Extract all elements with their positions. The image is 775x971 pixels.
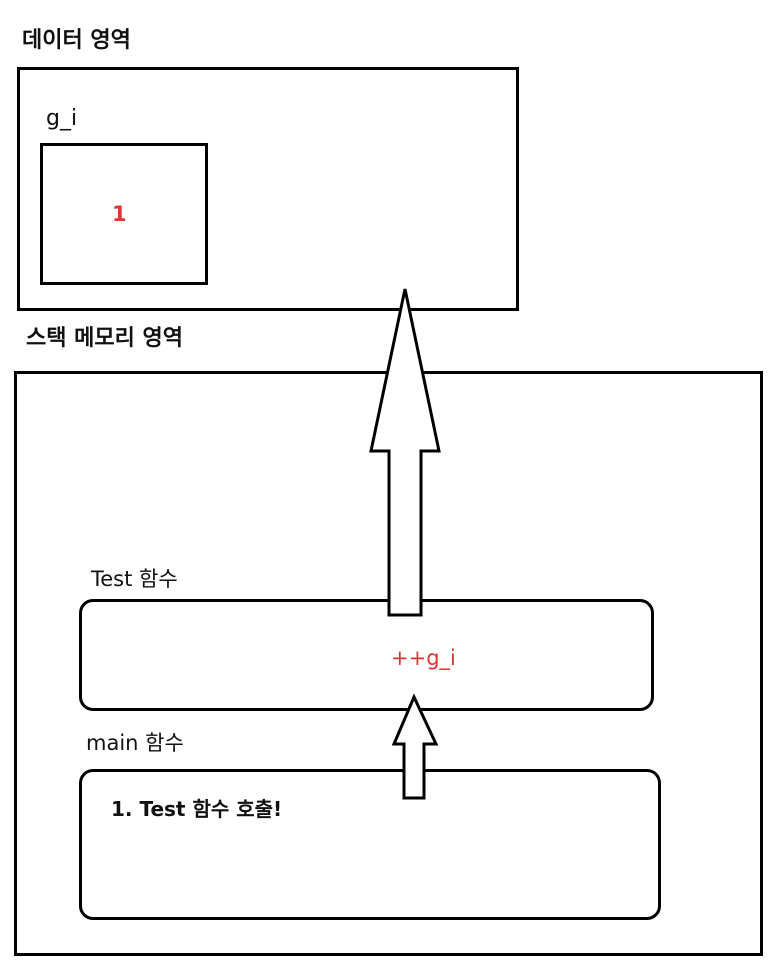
main-call-statement: 1. Test 함수 호출! [111, 797, 283, 821]
up-arrow-main-to-test [391, 693, 439, 800]
global-variable-name: g_i [46, 106, 78, 131]
data-area-title: 데이터 영역 [22, 28, 131, 53]
increment-statement: ++g_i [391, 646, 456, 670]
main-function-frame [79, 769, 661, 920]
data-area-box: g_i 1 [17, 67, 519, 311]
main-function-label: main 함수 [86, 731, 184, 755]
test-function-frame [79, 599, 654, 711]
global-variable-value: 1 [112, 202, 127, 226]
global-variable-cell: 1 [40, 143, 208, 285]
test-function-label: Test 함수 [91, 567, 178, 591]
up-arrow-to-global [369, 288, 441, 617]
stack-area-title: 스택 메모리 영역 [26, 326, 183, 351]
